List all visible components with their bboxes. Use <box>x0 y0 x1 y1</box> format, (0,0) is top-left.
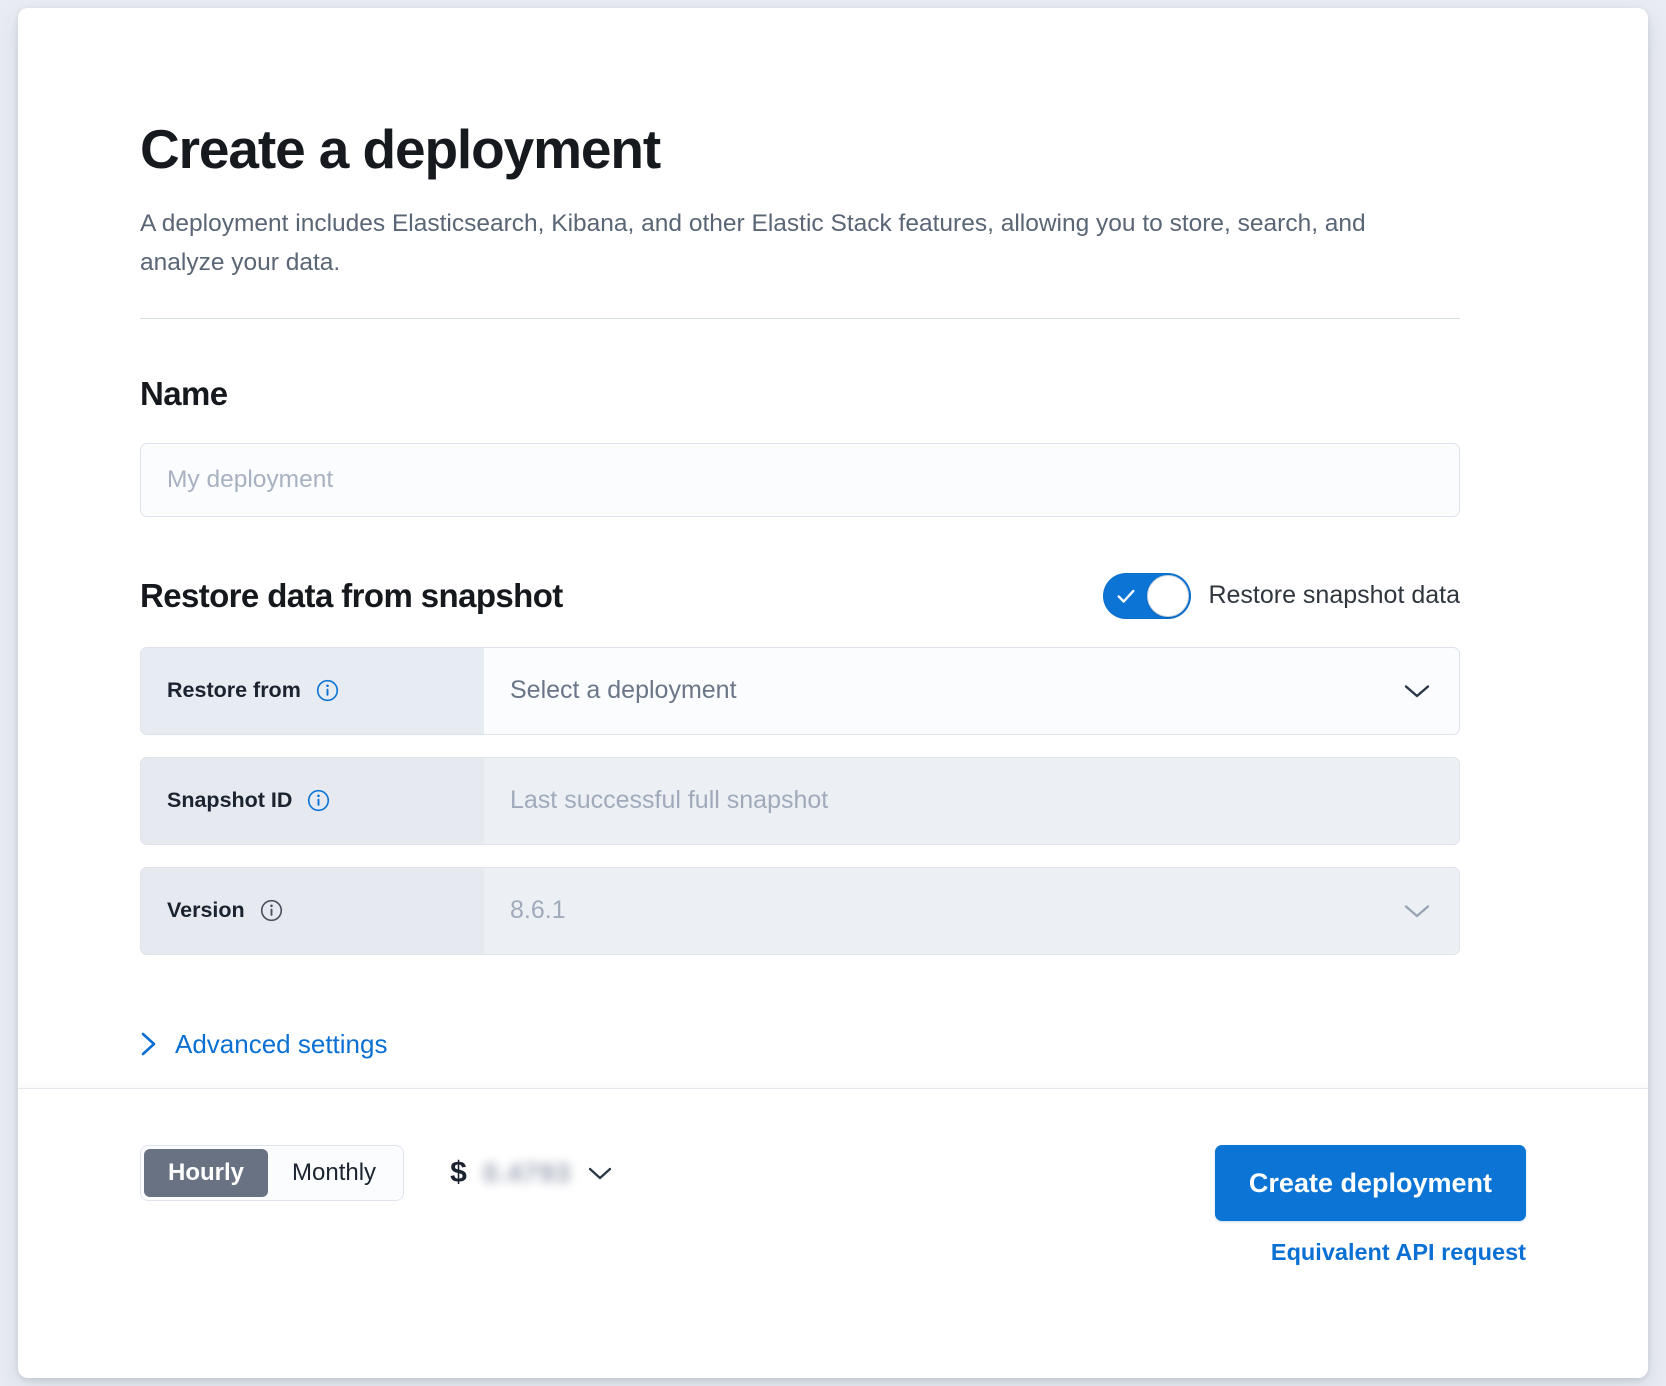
card-body: Create a deployment A deployment include… <box>18 8 1648 1088</box>
billing-period-segmented-control[interactable]: Hourly Monthly <box>140 1145 405 1201</box>
price-display[interactable]: $ 0.4793 <box>450 1156 613 1190</box>
snapshot-section-heading: Restore data from snapshot <box>140 576 563 614</box>
snapshot-form-rows: Restore from Select a deployment <box>140 646 1528 955</box>
restore-from-field[interactable]: Select a deployment <box>484 648 1459 734</box>
info-icon[interactable] <box>307 789 330 812</box>
restore-from-row[interactable]: Restore from Select a deployment <box>140 646 1460 735</box>
chevron-down-icon <box>1404 905 1430 918</box>
create-deployment-button[interactable]: Create deployment <box>1214 1145 1526 1221</box>
snapshot-id-field: Last successful full snapshot <box>484 757 1459 844</box>
snapshot-id-value: Last successful full snapshot <box>510 786 829 815</box>
price-value: 0.4793 <box>482 1157 572 1188</box>
page-title: Create a deployment <box>140 118 661 180</box>
snapshot-id-label: Snapshot ID <box>167 788 293 813</box>
check-icon <box>1117 589 1135 603</box>
restore-snapshot-toggle-group[interactable]: Restore snapshot data <box>1103 572 1460 619</box>
switch-knob <box>1147 574 1190 617</box>
restore-from-label: Restore from <box>167 678 301 703</box>
deployment-name-input[interactable]: My deployment <box>140 442 1460 517</box>
header-divider <box>140 317 1460 319</box>
footer-left-group: Hourly Monthly $ 0.4793 <box>140 1145 613 1201</box>
name-section-heading: Name <box>140 374 228 412</box>
restore-from-label-cell: Restore from <box>141 647 484 734</box>
version-row: Version 8.6.1 <box>140 866 1460 955</box>
version-value: 8.6.1 <box>510 896 566 925</box>
price-currency: $ <box>450 1156 467 1189</box>
advanced-settings-label: Advanced settings <box>175 1028 388 1059</box>
advanced-settings-toggle[interactable]: Advanced settings <box>140 1029 387 1060</box>
chevron-down-icon[interactable] <box>587 1166 613 1181</box>
version-label: Version <box>167 898 245 923</box>
deployment-name-placeholder: My deployment <box>167 465 334 493</box>
version-field: 8.6.1 <box>484 867 1459 954</box>
restore-snapshot-switch[interactable] <box>1103 572 1192 619</box>
footer-right-group: Create deployment Equivalent API request <box>1214 1145 1526 1266</box>
restore-snapshot-toggle-label: Restore snapshot data <box>1208 581 1460 610</box>
restore-from-value: Select a deployment <box>510 676 737 705</box>
create-deployment-card: Create a deployment A deployment include… <box>18 8 1648 1378</box>
info-icon[interactable] <box>260 899 283 922</box>
chevron-down-icon[interactable] <box>1403 683 1431 699</box>
footer-bar: Hourly Monthly $ 0.4793 Create deploymen… <box>18 1088 1648 1378</box>
snapshot-id-row: Snapshot ID Last successful full snapsho… <box>140 756 1460 845</box>
snapshot-section-header: Restore data from snapshot Restore snaps… <box>140 572 1460 619</box>
info-icon[interactable] <box>316 679 339 702</box>
billing-hourly-button[interactable]: Hourly <box>144 1149 269 1197</box>
snapshot-id-label-cell: Snapshot ID <box>141 757 484 844</box>
equivalent-api-request-link[interactable]: Equivalent API request <box>1270 1239 1526 1265</box>
page-description: A deployment includes Elasticsearch, Kib… <box>140 210 1366 276</box>
version-label-cell: Version <box>141 867 484 954</box>
billing-monthly-button[interactable]: Monthly <box>268 1149 400 1197</box>
chevron-right-icon <box>141 1033 156 1056</box>
